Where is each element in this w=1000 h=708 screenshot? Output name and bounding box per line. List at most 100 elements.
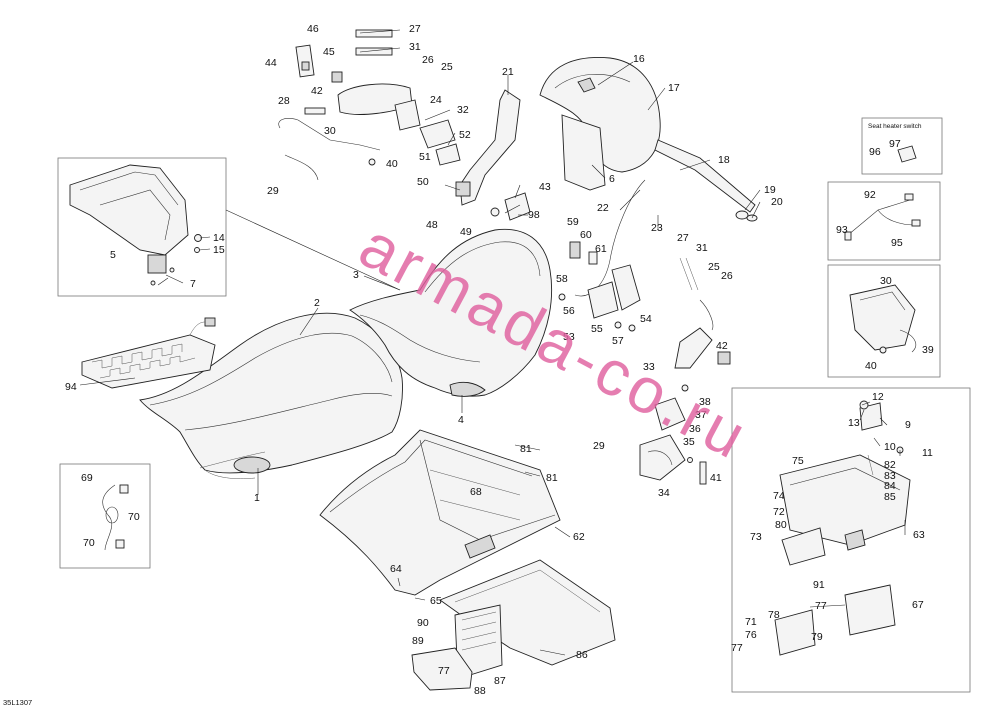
heater-mat-part: [81, 317, 216, 389]
callout-2: 2: [314, 297, 320, 309]
callout-18: 18: [718, 154, 730, 166]
callout-37: 37: [695, 409, 707, 421]
backrest-part: [539, 57, 758, 222]
callout-33: 33: [643, 361, 655, 373]
callout-38: 38: [699, 396, 711, 408]
harness-inset: [827, 181, 941, 261]
leader-lines: [79, 29, 906, 656]
callout-40-top: 40: [386, 158, 398, 170]
callout-48: 48: [426, 219, 438, 231]
callout-17: 17: [668, 82, 680, 94]
callout-46: 46: [307, 23, 319, 35]
callout-28: 28: [278, 95, 290, 107]
callout-60: 60: [580, 229, 592, 241]
callout-61: 61: [595, 243, 607, 255]
callout-21: 21: [502, 66, 514, 78]
callout-34: 34: [658, 487, 670, 499]
latch-assembly: [639, 384, 707, 485]
callout-77-left: 77: [731, 642, 743, 654]
callout-88: 88: [474, 685, 486, 697]
callout-36: 36: [689, 423, 701, 435]
callout-83: 83: [884, 470, 896, 482]
callout-45: 45: [323, 46, 335, 58]
callout-81-bottom: 81: [546, 472, 558, 484]
callout-89: 89: [412, 635, 424, 647]
callout-76: 76: [745, 629, 757, 641]
callout-3: 3: [353, 269, 359, 281]
callout-69: 69: [81, 472, 93, 484]
front-bracket-part: [57, 157, 227, 297]
seat-base-tray-part: [319, 429, 561, 596]
heater-control-cluster: [278, 29, 461, 181]
callout-93: 93: [836, 224, 848, 236]
callout-91: 91: [813, 579, 825, 591]
callout-13: 13: [848, 417, 860, 429]
callout-67: 67: [912, 599, 924, 611]
callout-57: 57: [612, 335, 624, 347]
callout-numbers: 1 2 3 4 5 6 7 9 10 11 12 13 14 15 16 17 …: [65, 23, 934, 697]
callout-16: 16: [633, 53, 645, 65]
callout-7: 7: [190, 278, 196, 290]
callout-27-mid: 27: [677, 232, 689, 244]
callout-31-top: 31: [409, 41, 421, 53]
lower-bracket-panel: [731, 387, 971, 693]
callout-98: 98: [528, 209, 540, 221]
callout-53: 53: [563, 331, 575, 343]
callout-11: 11: [922, 447, 933, 459]
callout-40-inset: 40: [865, 360, 877, 372]
callout-62: 62: [573, 531, 585, 543]
callout-44: 44: [265, 57, 277, 69]
callout-55: 55: [591, 323, 603, 335]
callout-29-mid: 29: [593, 440, 605, 452]
callout-22: 22: [597, 202, 609, 214]
callout-49: 49: [460, 226, 472, 238]
callout-94: 94: [65, 381, 77, 393]
callout-4: 4: [458, 414, 464, 426]
actuator-cable-assembly: [558, 179, 731, 369]
callout-64: 64: [390, 563, 402, 575]
callout-23: 23: [651, 222, 663, 234]
callout-96: 96: [869, 146, 881, 158]
callout-29-top: 29: [267, 185, 279, 197]
callout-78: 78: [768, 609, 780, 621]
callout-14: 14: [213, 232, 225, 244]
callout-70-right: 70: [128, 511, 140, 523]
callout-72: 72: [773, 506, 785, 518]
seat-heater-switch-inset: Seat heater switch: [861, 117, 943, 175]
callout-97: 97: [889, 138, 901, 150]
callout-56: 56: [563, 305, 575, 317]
callout-6: 6: [609, 173, 615, 185]
callout-39: 39: [922, 344, 934, 356]
callout-15: 15: [213, 244, 225, 256]
callout-82: 82: [884, 459, 896, 471]
callout-77-right: 77: [815, 600, 827, 612]
callout-30-top: 30: [324, 125, 336, 137]
callout-59: 59: [567, 216, 579, 228]
callout-1: 1: [254, 492, 260, 504]
inset-title: Seat heater switch: [868, 123, 922, 130]
callout-10: 10: [884, 441, 896, 453]
cable-inset: [59, 463, 151, 569]
callout-30-inset: 30: [880, 275, 892, 287]
callout-25-top: 25: [441, 61, 453, 73]
callout-42-top: 42: [311, 85, 323, 97]
callout-12: 12: [872, 391, 884, 403]
callout-81-top: 81: [520, 443, 532, 455]
callout-79: 79: [811, 631, 823, 643]
callout-80: 80: [775, 519, 787, 531]
callout-54: 54: [640, 313, 652, 325]
callout-90: 90: [417, 617, 429, 629]
callout-20: 20: [771, 196, 783, 208]
callout-41: 41: [710, 472, 722, 484]
callout-77-box: 77: [438, 665, 450, 677]
callout-86: 86: [576, 649, 588, 661]
document-number: 35L1307: [3, 698, 32, 707]
callout-74: 74: [773, 490, 785, 502]
callout-25-mid: 25: [708, 261, 720, 273]
callout-58: 58: [556, 273, 568, 285]
callout-95: 95: [891, 237, 903, 249]
callout-51: 51: [419, 151, 431, 163]
callout-31-mid: 31: [696, 242, 708, 254]
passenger-seat-part: [349, 228, 553, 397]
callout-42-mid: 42: [716, 340, 728, 352]
